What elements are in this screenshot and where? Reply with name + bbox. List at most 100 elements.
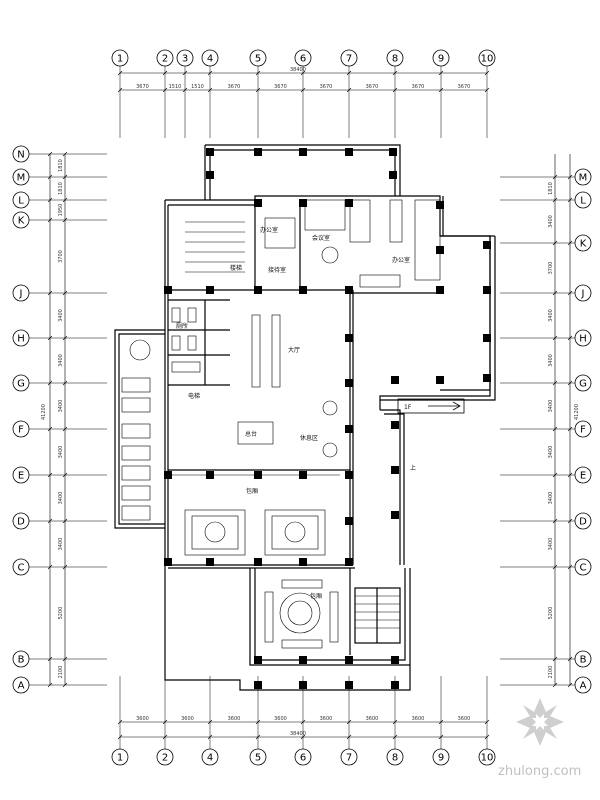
column <box>299 558 307 566</box>
axis-bubble-left-K-label: K <box>18 216 25 227</box>
dim-left-overall: 41200 <box>41 404 47 420</box>
axis-bubble-top-9: 9 <box>432 49 450 67</box>
axis-bubble-right-C-circle <box>574 558 592 576</box>
room-label-lounge: 休息区 <box>300 434 318 442</box>
axis-bubble-left-E-circle <box>12 466 30 484</box>
axis-bubble-top-3-label: 3 <box>182 54 188 65</box>
column <box>391 376 399 384</box>
dim-right-segment: 5200 <box>548 607 554 620</box>
room-label-private-room-2: 包厢 <box>310 592 322 600</box>
column <box>299 199 307 207</box>
column <box>345 656 353 664</box>
column <box>164 558 172 566</box>
axis-bubble-bottom-8-circle <box>386 748 404 766</box>
dim-right-segment: 3400 <box>548 309 554 322</box>
column <box>254 199 262 207</box>
column <box>483 334 491 342</box>
column <box>391 681 399 689</box>
axis-bubble-right-C-label: C <box>580 563 587 574</box>
column <box>345 558 353 566</box>
axis-bubble-right-M: M <box>574 168 592 186</box>
axis-bubble-bottom-7: 7 <box>340 748 358 766</box>
axis-bubble-right-A: A <box>574 676 592 694</box>
axis-bubble-bottom-9-label: 9 <box>438 753 444 764</box>
axis-bubble-bottom-10: 10 <box>478 748 496 766</box>
entrance-arrow <box>397 398 465 414</box>
dim-bottom-segment: 3600 <box>274 716 287 722</box>
axis-bubble-right-D-label: D <box>579 517 587 528</box>
dim-top-segment: 3670 <box>228 84 241 90</box>
dimension-ticks <box>47 70 573 740</box>
axis-bubble-right-K-label: K <box>580 239 587 250</box>
axis-bubble-right-F-circle <box>574 420 592 438</box>
column <box>345 199 353 207</box>
axis-bubble-left-L: L <box>12 191 30 209</box>
axis-bubble-top-10: 10 <box>478 49 496 67</box>
axis-bubble-left-F: F <box>12 420 30 438</box>
axis-bubble-bottom-9: 9 <box>432 748 450 766</box>
axis-bubble-left-B-circle <box>12 650 30 668</box>
dim-right-segment: 1810 <box>548 182 554 195</box>
axis-bubble-top-2-circle <box>156 49 174 67</box>
axis-bubble-left-K-circle <box>12 211 30 229</box>
axis-bubble-top-6: 6 <box>294 49 312 67</box>
column <box>345 148 353 156</box>
axis-bubble-top-5-circle <box>249 49 267 67</box>
axis-bubble-bottom-4: 4 <box>201 748 219 766</box>
axis-bubble-left-F-circle <box>12 420 30 438</box>
room-label-up: 上 <box>410 464 416 472</box>
column <box>254 286 262 294</box>
axis-bubble-right-L-circle <box>574 191 592 209</box>
dim-top-segment: 3670 <box>136 84 149 90</box>
axis-bubble-right-G: G <box>574 374 592 392</box>
axis-bubble-left-G: G <box>12 374 30 392</box>
axis-bubble-left-K: K <box>12 211 30 229</box>
axis-bubble-bottom-10-label: 10 <box>481 753 494 764</box>
axis-bubble-right-K: K <box>574 234 592 252</box>
axis-bubble-left-M-label: M <box>17 173 26 184</box>
axis-bubble-right-L: L <box>574 191 592 209</box>
dim-top-segment: 3670 <box>412 84 425 90</box>
room-label-toilet: 厕所 <box>176 322 188 330</box>
axis-bubble-left-H: H <box>12 329 30 347</box>
room-label-hall: 大厅 <box>288 346 300 354</box>
dim-right-overall: 41200 <box>574 404 580 420</box>
axis-bubble-right-F: F <box>574 420 592 438</box>
dim-top-segment: 1510 <box>169 84 182 90</box>
column <box>483 286 491 294</box>
watermark-text: zhulong.com <box>498 764 581 779</box>
axis-bubble-top-5-label: 5 <box>255 54 261 65</box>
column <box>206 558 214 566</box>
dim-bottom-segment: 3600 <box>228 716 241 722</box>
axis-bubble-top-8: 8 <box>386 49 404 67</box>
axis-bubble-right-E-label: E <box>580 471 586 482</box>
axis-bubble-left-N: N <box>12 145 30 163</box>
dim-left-segment: 3400 <box>58 400 64 413</box>
axis-bubble-top-7-circle <box>340 49 358 67</box>
column <box>389 148 397 156</box>
axis-bubble-right-M-label: M <box>579 173 588 184</box>
column <box>391 421 399 429</box>
axis-bubble-left-E: E <box>12 466 30 484</box>
axis-bubble-top-2: 2 <box>156 49 174 67</box>
axis-bubble-bottom-4-label: 4 <box>207 753 213 764</box>
room-label-elevator: 电梯 <box>188 392 200 400</box>
axis-bubble-top-8-circle <box>386 49 404 67</box>
axis-bubble-right-L-label: L <box>580 196 586 207</box>
column <box>254 558 262 566</box>
column <box>254 656 262 664</box>
axis-bubble-right-D-circle <box>574 512 592 530</box>
entrance-arrow-label: 1F <box>404 404 412 411</box>
axis-bubble-top-6-label: 6 <box>300 54 306 65</box>
axis-bubble-right-C: C <box>574 558 592 576</box>
axis-bubble-bottom-7-circle <box>340 748 358 766</box>
dim-right-segment: 2100 <box>548 666 554 679</box>
dim-left-segment: 5200 <box>58 607 64 620</box>
axis-bubble-bottom-6-label: 6 <box>300 753 306 764</box>
axis-bubble-left-A-label: A <box>18 681 25 692</box>
axis-bubble-top-4-circle <box>201 49 219 67</box>
axis-bubble-right-J-circle <box>574 284 592 302</box>
axis-bubble-right-H-circle <box>574 329 592 347</box>
dim-right-segment: 3400 <box>548 400 554 413</box>
dim-bottom-segment: 3600 <box>366 716 379 722</box>
